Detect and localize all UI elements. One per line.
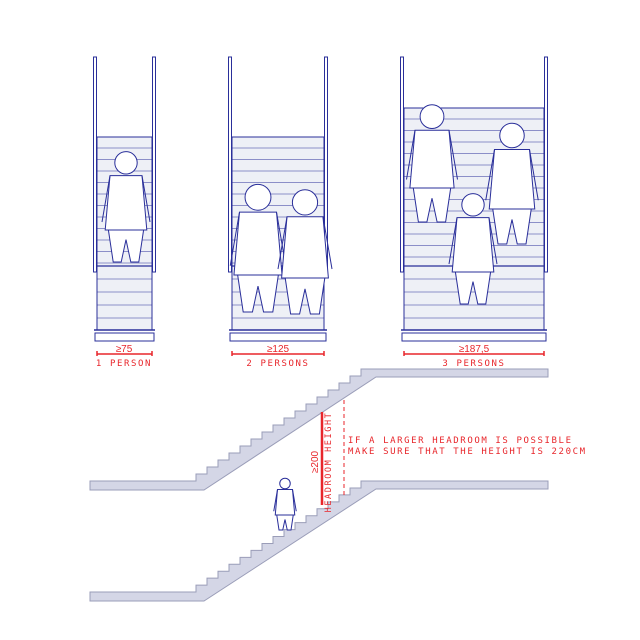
person-head (499, 122, 525, 149)
person-torso (409, 129, 455, 189)
person-torso (281, 216, 329, 279)
person-legs (492, 208, 532, 245)
person-legs (276, 514, 294, 531)
person-torso (274, 489, 296, 516)
person-arms (273, 489, 297, 512)
person-legs (412, 187, 452, 223)
person-arms (101, 175, 151, 223)
plan-1-dimension: ≥75 (116, 344, 133, 355)
person-figure (448, 193, 498, 305)
person-figure (101, 151, 151, 263)
stair-plans (93, 56, 548, 356)
handrail (400, 56, 404, 273)
floor-edge (94, 332, 155, 342)
person-head (461, 193, 485, 217)
handrail (228, 56, 232, 273)
handrail (93, 56, 97, 273)
person-legs (284, 277, 326, 315)
stair-section (89, 368, 549, 602)
person-legs (237, 274, 279, 313)
headroom-dimension: ≥200 (310, 450, 321, 473)
handrail (544, 56, 548, 273)
person-torso (104, 175, 148, 231)
plan-2-dimension: ≥125 (267, 344, 290, 355)
plan-1-label: 1 PERSON (96, 359, 152, 369)
person-torso (451, 217, 495, 273)
width-dimension-line (403, 351, 545, 356)
width-dimension-line (96, 351, 153, 356)
person-figure (277, 189, 333, 315)
person-head (114, 151, 138, 175)
headroom-note-line1: IF A LARGER HEADROOM IS POSSIBLE (348, 436, 573, 446)
person-arms (406, 130, 458, 180)
plan-2-label: 2 PERSONS (246, 359, 309, 369)
headroom-label: HEADROOM HEIGHT (324, 412, 334, 513)
floor-edge (229, 332, 327, 342)
person-figure (485, 122, 539, 245)
person-head (419, 104, 445, 129)
headroom-note-line2: MAKE SURE THAT THE HEIGHT IS 220CM (348, 447, 587, 457)
person-head (291, 189, 319, 216)
floor-edge (401, 332, 547, 342)
upper-stair-flight (89, 368, 549, 491)
person-arms (277, 216, 333, 270)
person-head (279, 477, 291, 490)
person-legs (107, 229, 145, 263)
person-arms (448, 217, 498, 265)
person-torso (233, 211, 283, 276)
person-figure (406, 104, 458, 223)
person-head (244, 183, 272, 211)
person-arms (485, 149, 539, 201)
handrail (152, 56, 156, 273)
width-dimension-line (231, 351, 325, 356)
lower-stair-flight (89, 480, 549, 602)
plan-3-label: 3 PERSONS (442, 359, 505, 369)
plan-3-dimension: ≥187,5 (459, 344, 490, 355)
person-figure (229, 183, 287, 313)
person-legs (454, 271, 492, 305)
person-torso (488, 148, 536, 210)
person-figure (273, 477, 297, 531)
